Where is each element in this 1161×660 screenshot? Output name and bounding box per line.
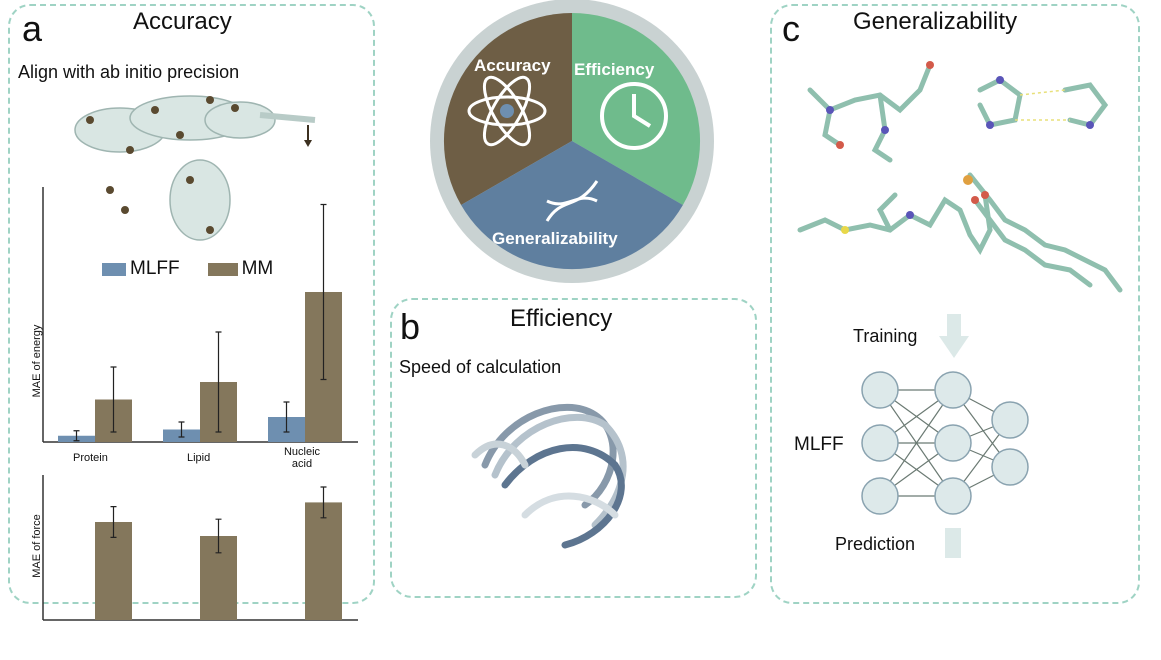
prediction-arrow-icon <box>945 528 961 558</box>
nn-node <box>861 424 899 462</box>
cat-label-protein: Protein <box>73 452 108 464</box>
nn-node <box>934 477 972 515</box>
panel-b-title: Efficiency <box>510 305 613 332</box>
sector-label-efficiency: Efficiency <box>574 60 655 79</box>
legend: MLFF MM <box>102 258 273 280</box>
error-bar <box>73 430 80 442</box>
sector-label-generalizability: Generalizability <box>492 229 618 248</box>
protein-helix-image <box>74 95 316 241</box>
dna-icon <box>545 180 599 222</box>
force-bar-chart <box>42 475 358 621</box>
bar-mm-2 <box>305 502 342 620</box>
legend-label-mlff: MLFF <box>130 258 180 279</box>
cat-label-lipid: Lipid <box>187 452 211 464</box>
panel-a-letter: a <box>22 8 43 49</box>
panel-a-title: Accuracy <box>133 8 232 35</box>
nn-node <box>991 401 1029 439</box>
legend-label-mm: MM <box>241 258 274 279</box>
nn-node <box>861 371 899 409</box>
protein-ensemble-image <box>471 403 627 549</box>
concept-wheel <box>430 0 714 283</box>
sector-label-accuracy: Accuracy <box>474 56 551 75</box>
panel-b-subtitle: Speed of calculation <box>399 357 562 377</box>
panel-c-title: Generalizability <box>853 8 1018 35</box>
training-arrow-icon <box>939 314 969 358</box>
error-bar <box>320 203 327 381</box>
panel-c-letter: c <box>782 8 800 49</box>
nn-node <box>934 424 972 462</box>
neural-network-diagram <box>861 371 1029 515</box>
panel-b-letter: b <box>400 306 421 347</box>
error-bar <box>320 486 327 519</box>
panel-a-subtitle: Align with ab initio precision <box>18 62 240 82</box>
sector-generalizability <box>461 141 683 270</box>
energy-bar-chart <box>42 187 358 443</box>
atom-icon <box>467 75 547 147</box>
legend-swatch-mm <box>207 262 238 276</box>
nn-node <box>991 448 1029 486</box>
cat-label-nucleic: Nucleic acid <box>283 446 321 470</box>
training-label: Training <box>853 326 918 346</box>
prediction-label: Prediction <box>835 534 916 554</box>
nn-node <box>934 371 972 409</box>
error-bar <box>215 331 222 433</box>
error-bar <box>283 401 290 433</box>
nn-edge <box>879 389 954 497</box>
clock-icon <box>600 82 668 150</box>
error-bar <box>110 366 117 433</box>
molecules-image <box>797 61 1123 293</box>
error-bar <box>178 421 185 438</box>
legend-swatch-mlff <box>102 262 126 276</box>
error-bar <box>110 506 117 538</box>
mlff-label: MLFF <box>794 434 844 455</box>
sector-efficiency <box>572 12 701 206</box>
nn-node <box>861 477 899 515</box>
